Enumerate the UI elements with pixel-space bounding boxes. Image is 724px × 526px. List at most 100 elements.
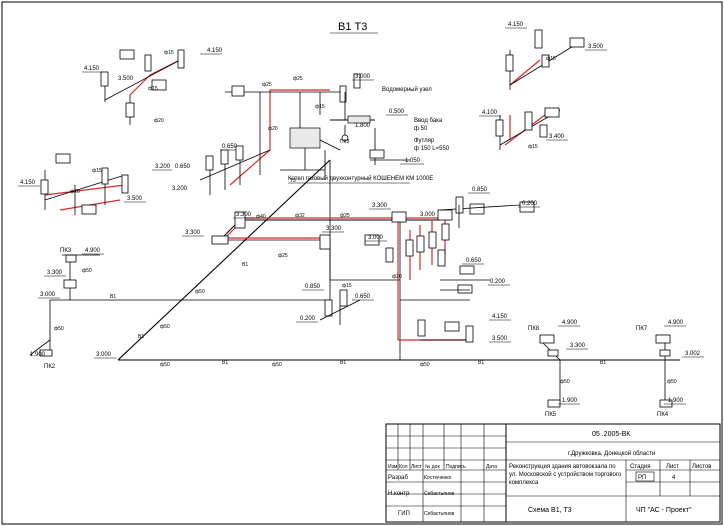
svg-text:В1: В1 xyxy=(138,334,144,340)
svg-text:ф15: ф15 xyxy=(528,144,538,150)
svg-text:4.100: 4.100 xyxy=(482,110,498,116)
col-header-doc: № док xyxy=(425,464,440,470)
stage-label: Стадия xyxy=(630,464,650,470)
svg-text:4.150: 4.150 xyxy=(207,48,223,54)
svg-text:ПК4: ПК4 xyxy=(657,412,669,418)
svg-text:3.500: 3.500 xyxy=(127,196,143,202)
svg-text:4.150: 4.150 xyxy=(20,180,36,186)
svg-text:4.900: 4.900 xyxy=(562,320,578,326)
svg-text:Ввод бака: Ввод бака xyxy=(414,118,443,124)
fixture-group-upper-center: 3.000 Водомерный узел 0.500 1.800 ПК3 Вв… xyxy=(220,73,450,184)
svg-text:4.900: 4.900 xyxy=(668,320,684,326)
svg-text:3.300: 3.300 xyxy=(570,343,586,349)
fire-hydrants-right: ПК8 4.900 3.300 1.900 ПК5 ПК7 4.900 3.00… xyxy=(528,320,704,418)
svg-text:3.000: 3.000 xyxy=(40,292,56,298)
project-description: Реконструкция здания автовокзала по ул. … xyxy=(509,464,621,486)
svg-text:ф50: ф50 xyxy=(560,379,570,385)
water-meter xyxy=(347,115,371,124)
svg-text:0.850: 0.850 xyxy=(472,187,488,193)
sheet-title: Схема В1, Т3 xyxy=(528,507,572,514)
svg-text:3.000: 3.000 xyxy=(368,235,384,241)
fire-hydrant-left: ПК3 4.900 3.300 3.000 ПК2 1.900 3.000 ф5… xyxy=(29,248,116,370)
svg-text:ф 50: ф 50 xyxy=(414,126,428,132)
hot-pipe-t3 xyxy=(44,59,546,341)
project-location: г.Дружковка, Донецкой области xyxy=(568,450,655,457)
svg-text:0.500: 0.500 xyxy=(389,109,405,115)
svg-text:1.900: 1.900 xyxy=(562,398,578,404)
svg-text:ф50: ф50 xyxy=(667,379,677,385)
main-pipe-labels: ф50 В1 ф50 В1 ф50 В1 В1 ф50 ф50 В1 В1 В1… xyxy=(110,178,606,368)
svg-text:В1: В1 xyxy=(340,360,346,366)
svg-text:0.200: 0.200 xyxy=(300,316,316,322)
svg-text:В1: В1 xyxy=(478,360,484,366)
svg-text:0.650: 0.650 xyxy=(466,258,482,264)
svg-text:3.300: 3.300 xyxy=(372,203,388,209)
name-developer: Костюченко xyxy=(424,475,452,481)
svg-text:ф50: ф50 xyxy=(420,362,430,368)
svg-text:ф32: ф32 xyxy=(295,213,305,219)
svg-text:3.200: 3.200 xyxy=(155,164,171,170)
svg-text:ф50: ф50 xyxy=(272,362,282,368)
svg-text:ф 150 L=550: ф 150 L=550 xyxy=(414,146,450,152)
col-header-list: Лист xyxy=(411,464,423,470)
svg-text:ПК7: ПК7 xyxy=(636,326,648,332)
svg-text:3.500: 3.500 xyxy=(588,44,604,50)
svg-text:0.850: 0.850 xyxy=(305,284,321,290)
svg-text:0.650: 0.650 xyxy=(222,144,238,150)
svg-text:ф50: ф50 xyxy=(54,326,64,332)
svg-text:ф20: ф20 xyxy=(154,118,164,124)
svg-text:Т3: Т3 xyxy=(290,178,296,184)
svg-text:0.200: 0.200 xyxy=(522,201,538,207)
svg-text:ф15: ф15 xyxy=(315,104,325,110)
role-gip: ГИП xyxy=(398,511,410,517)
col-header-kol: Кол xyxy=(399,464,408,470)
sheet-label: Лист xyxy=(666,464,679,470)
main-pipe-b1 xyxy=(49,159,680,405)
role-developer: Разраб xyxy=(388,475,408,481)
svg-text:ф15: ф15 xyxy=(148,86,158,92)
svg-text:ф15: ф15 xyxy=(164,50,174,56)
svg-text:В1: В1 xyxy=(222,360,228,366)
col-header-izm: Изм xyxy=(388,464,398,470)
svg-text:0.200: 0.200 xyxy=(490,279,506,285)
svg-text:ф50: ф50 xyxy=(195,289,205,295)
title-block: Изм Кол Лист № док Подпись Дата Разраб К… xyxy=(385,423,721,523)
svg-text:3.500: 3.500 xyxy=(492,336,508,342)
svg-text:1.900: 1.900 xyxy=(30,352,46,358)
stage-value: РП xyxy=(638,475,646,481)
svg-text:Футляр: Футляр xyxy=(414,138,435,144)
svg-text:ф20: ф20 xyxy=(70,189,80,195)
fixture-group-mid-left: 4.150 3.500 3.200 0.650 3.200 ф15 ф20 xyxy=(18,145,271,215)
svg-text:3.300: 3.300 xyxy=(236,212,252,218)
svg-text:3.500: 3.500 xyxy=(118,76,134,82)
svg-text:1.900: 1.900 xyxy=(668,398,684,404)
svg-text:ф15: ф15 xyxy=(546,56,556,62)
svg-text:ф50: ф50 xyxy=(160,324,170,330)
svg-text:3.300: 3.300 xyxy=(185,230,201,236)
name-norm-control: Себастьянов xyxy=(424,491,455,497)
sheet-value: 4 xyxy=(672,475,676,481)
svg-text:В1: В1 xyxy=(110,294,116,300)
svg-text:ф25: ф25 xyxy=(278,253,288,259)
svg-text:ф15: ф15 xyxy=(92,168,102,174)
svg-text:1.800: 1.800 xyxy=(355,123,371,129)
svg-text:0.650: 0.650 xyxy=(175,164,191,170)
svg-text:В1: В1 xyxy=(600,360,606,366)
svg-text:3.300: 3.300 xyxy=(47,270,63,276)
sheets-label: Листов xyxy=(692,464,712,470)
fixture-group-upper-right: 4.150 3.500 4.100 3.400 ф15 ф15 xyxy=(479,22,607,150)
doc-code: 05 .2005-ВК xyxy=(592,431,631,438)
svg-text:3.000: 3.000 xyxy=(355,74,371,80)
svg-text:4.150: 4.150 xyxy=(508,22,524,28)
fixture-group-center: 3.300 3.300 3.300 3.000 3.300 3.000 0.85… xyxy=(182,187,540,343)
svg-text:3.200: 3.200 xyxy=(172,186,188,192)
svg-text:ф25: ф25 xyxy=(293,76,303,82)
company-name: ЧП "АС - Проект" xyxy=(636,507,692,514)
svg-text:ПК3: ПК3 xyxy=(60,248,72,254)
svg-text:ПК8: ПК8 xyxy=(528,326,540,332)
svg-text:3.400: 3.400 xyxy=(549,134,565,140)
svg-text:0.650: 0.650 xyxy=(355,294,371,300)
gas-boiler xyxy=(289,127,321,149)
